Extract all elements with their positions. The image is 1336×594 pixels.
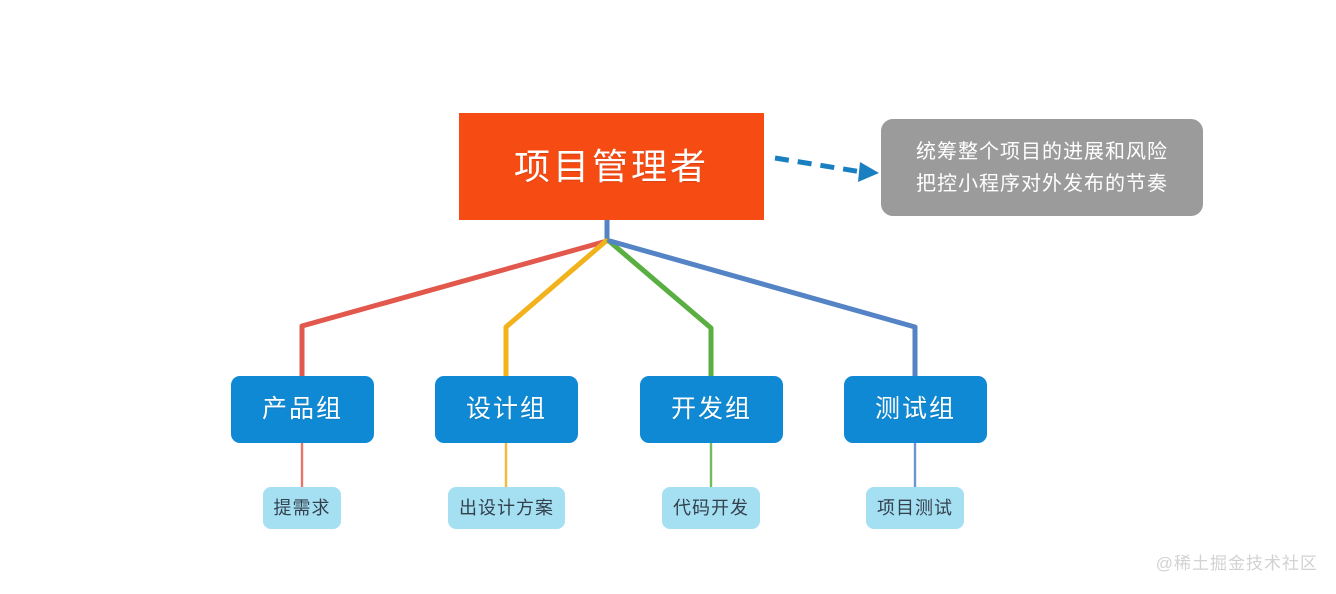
callout-box[interactable]: 统筹整个项目的进展和风险 把控小程序对外发布的节奏 bbox=[881, 119, 1203, 216]
callout-line-2: 把控小程序对外发布的节奏 bbox=[916, 172, 1168, 195]
arrow-head-icon bbox=[858, 162, 879, 182]
node-leaf-design-plan-label: 出设计方案 bbox=[459, 498, 554, 518]
node-leaf-code-development[interactable]: 代码开发 bbox=[662, 487, 760, 529]
node-leaf-design-plan[interactable]: 出设计方案 bbox=[448, 487, 565, 529]
watermark: @稀土掘金技术社区 bbox=[1155, 554, 1318, 573]
node-group-development[interactable]: 开发组 bbox=[640, 376, 783, 443]
node-group-testing-label: 测试组 bbox=[874, 395, 956, 423]
node-group-design[interactable]: 设计组 bbox=[435, 376, 578, 443]
callout-line-1: 统筹整个项目的进展和风险 bbox=[916, 140, 1168, 163]
node-group-product[interactable]: 产品组 bbox=[231, 376, 374, 443]
node-leaf-requirements[interactable]: 提需求 bbox=[263, 487, 341, 529]
node-group-product-label: 产品组 bbox=[261, 395, 343, 423]
node-group-testing[interactable]: 测试组 bbox=[844, 376, 987, 443]
node-project-manager[interactable]: 项目管理者 bbox=[459, 113, 764, 220]
node-project-manager-label: 项目管理者 bbox=[513, 145, 709, 187]
branch-line-product bbox=[299, 238, 610, 379]
callout-arrow-shaft bbox=[774, 155, 863, 175]
branch-line-development bbox=[606, 238, 714, 379]
node-leaf-code-development-label: 代码开发 bbox=[673, 498, 749, 518]
node-leaf-project-testing-label: 项目测试 bbox=[877, 498, 953, 518]
node-leaf-project-testing[interactable]: 项目测试 bbox=[866, 487, 964, 529]
branch-line-design bbox=[503, 238, 609, 379]
branch-line-testing bbox=[607, 238, 918, 379]
node-leaf-requirements-label: 提需求 bbox=[273, 498, 331, 518]
node-group-design-label: 设计组 bbox=[465, 395, 547, 423]
callout-arrow bbox=[774, 155, 879, 182]
node-group-development-label: 开发组 bbox=[670, 395, 752, 423]
